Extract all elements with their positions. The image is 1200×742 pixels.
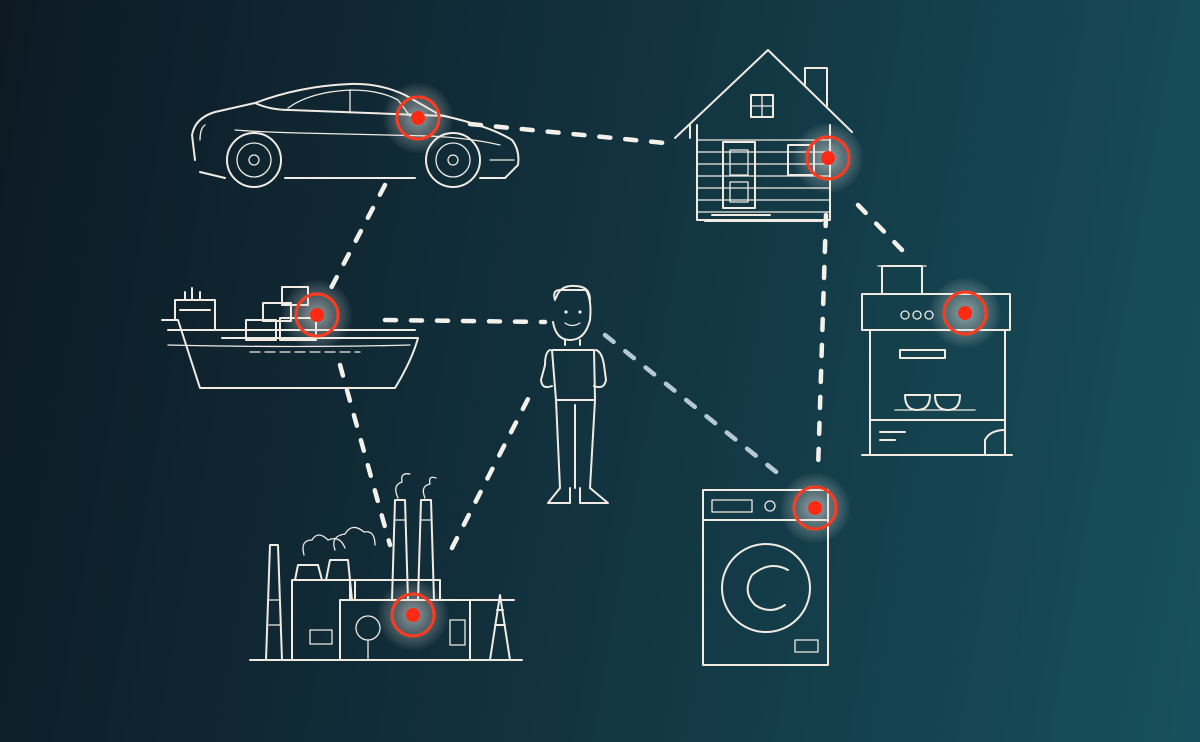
link-car-ship bbox=[327, 182, 388, 293]
washing-machine-icon bbox=[702, 489, 829, 666]
sensor-factory bbox=[377, 579, 449, 651]
connection-lines bbox=[327, 121, 905, 551]
link-house-washer bbox=[815, 212, 829, 473]
person-icon bbox=[540, 284, 609, 504]
link-ship-person bbox=[382, 317, 548, 325]
link-car-house bbox=[467, 121, 678, 147]
link-ship-factory bbox=[337, 362, 393, 548]
sensor-house bbox=[792, 122, 864, 194]
car-icon bbox=[191, 82, 520, 188]
sensor-ship bbox=[281, 279, 353, 351]
sensor-car bbox=[382, 82, 454, 154]
factory-icon bbox=[249, 473, 523, 661]
link-person-washer bbox=[602, 332, 783, 478]
sensor-washing-machine bbox=[779, 472, 851, 544]
link-house-coffee bbox=[855, 202, 905, 253]
link-factory-person bbox=[449, 392, 533, 551]
sensor-coffee-machine bbox=[929, 277, 1001, 349]
sensor-markers bbox=[281, 82, 1001, 651]
